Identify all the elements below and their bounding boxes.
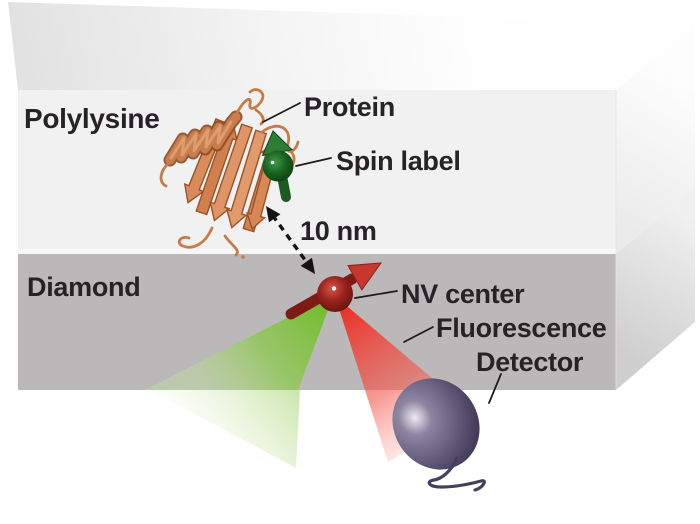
- nv-center-arrow: [285, 262, 383, 320]
- label-nv-center: NV center: [401, 279, 525, 309]
- green-laser-beam-below: [150, 390, 300, 468]
- label-spin-label: Spin label: [336, 146, 461, 176]
- detector-device: [392, 378, 486, 492]
- protein-coils: [159, 88, 300, 257]
- spin-label-pointer-line: [295, 157, 332, 167]
- label-distance: 10 nm: [300, 216, 377, 246]
- detector-pointer-line: [488, 373, 502, 404]
- polylysine-side-face: [616, 24, 695, 254]
- protein-helix: [163, 110, 243, 167]
- nv-center-pointer-line: [354, 290, 398, 299]
- detector-wire: [427, 456, 486, 492]
- slab-top-face: [8, 2, 695, 90]
- detector-dome: [392, 378, 480, 470]
- label-diamond: Diamond: [27, 272, 141, 302]
- distance-arrow: [266, 206, 315, 274]
- diamond-side-face: [616, 188, 695, 390]
- label-fluorescence: Fluorescence: [436, 313, 607, 343]
- spin-label-arrow: [261, 130, 294, 202]
- label-detector: Detector: [476, 347, 584, 377]
- spin-label-sphere: [262, 150, 294, 182]
- fluorescence-pointer-line: [403, 326, 434, 343]
- protein-pointer-line: [262, 102, 301, 123]
- label-protein: Protein: [304, 92, 395, 122]
- nv-center-sphere: [317, 276, 353, 312]
- slab: [8, 2, 695, 390]
- green-laser-beam: [145, 294, 334, 390]
- label-polylysine: Polylysine: [24, 103, 160, 134]
- protein-coil-dot: [241, 255, 245, 259]
- nv-center-highlight: [331, 286, 337, 291]
- layer-divider: [18, 249, 616, 254]
- polylysine-front-face: [18, 90, 616, 249]
- label-pointer-lines: [262, 102, 502, 404]
- spin-label-highlight: [270, 160, 275, 165]
